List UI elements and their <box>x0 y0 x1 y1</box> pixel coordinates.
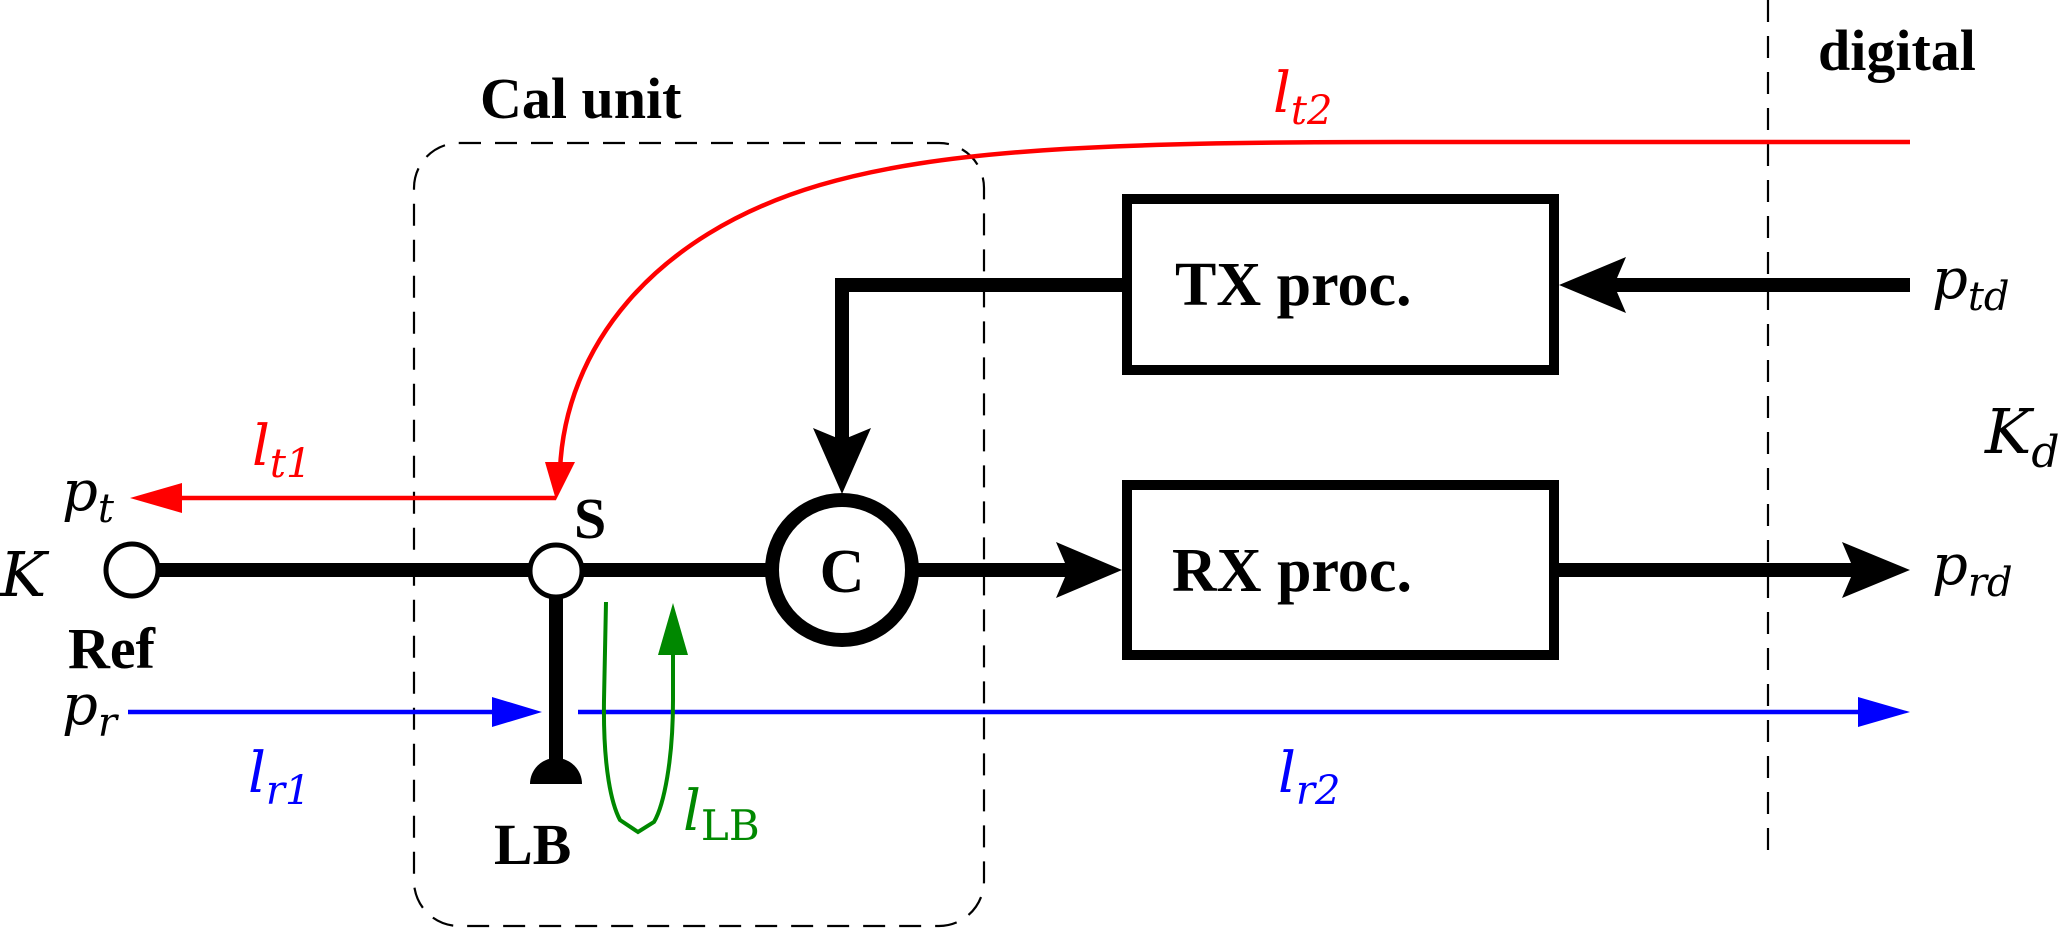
port-ptd-label: ptd <box>1932 247 2010 320</box>
port-K-label: K <box>0 538 50 611</box>
port-prd-label: prd <box>1932 533 2013 606</box>
lr2-label: lr2 <box>1278 741 1341 814</box>
ref-label: Ref <box>68 616 156 681</box>
lr1-arrowhead <box>492 697 542 727</box>
ptd-to-tx-arrowhead <box>1559 257 1626 313</box>
lLB-arrowhead <box>658 603 688 655</box>
cal-unit-boundary <box>412 141 986 928</box>
lt2-arrowhead <box>545 462 575 500</box>
tx-proc-block <box>1122 194 1559 375</box>
lr1-label: lr1 <box>248 741 311 814</box>
cal-unit-label: Cal unit <box>480 66 682 131</box>
tx-to-c-line <box>835 278 1122 450</box>
lt2-path <box>557 139 1910 471</box>
lt1-arrowhead <box>130 483 182 513</box>
switch-label: S <box>574 486 606 551</box>
lb-label: LB <box>494 812 571 877</box>
rx-to-prd-arrowhead <box>1842 542 1910 598</box>
lLB-path <box>601 601 675 835</box>
ref-node <box>103 541 161 599</box>
lt1-label: lt1 <box>252 414 311 487</box>
tx-to-c-arrowhead <box>813 428 871 494</box>
rx-proc-block <box>1122 480 1559 660</box>
digital-label: digital <box>1818 18 1976 83</box>
port-pr-label: pr <box>62 673 120 746</box>
port-Kd-label: Kd <box>1984 395 2060 478</box>
lLB-label: lLB <box>683 779 760 850</box>
combiner-label: C <box>820 538 865 606</box>
lb-termination-icon <box>530 758 582 784</box>
lt2-label: lt2 <box>1273 61 1332 134</box>
tx-proc-label: TX proc. <box>1175 251 1412 319</box>
switch-node <box>527 542 585 600</box>
c-to-rx-arrowhead <box>1056 542 1122 598</box>
lr2-arrowhead <box>1858 697 1910 727</box>
port-pt-label: pt <box>62 459 115 532</box>
rx-proc-label: RX proc. <box>1172 537 1412 605</box>
